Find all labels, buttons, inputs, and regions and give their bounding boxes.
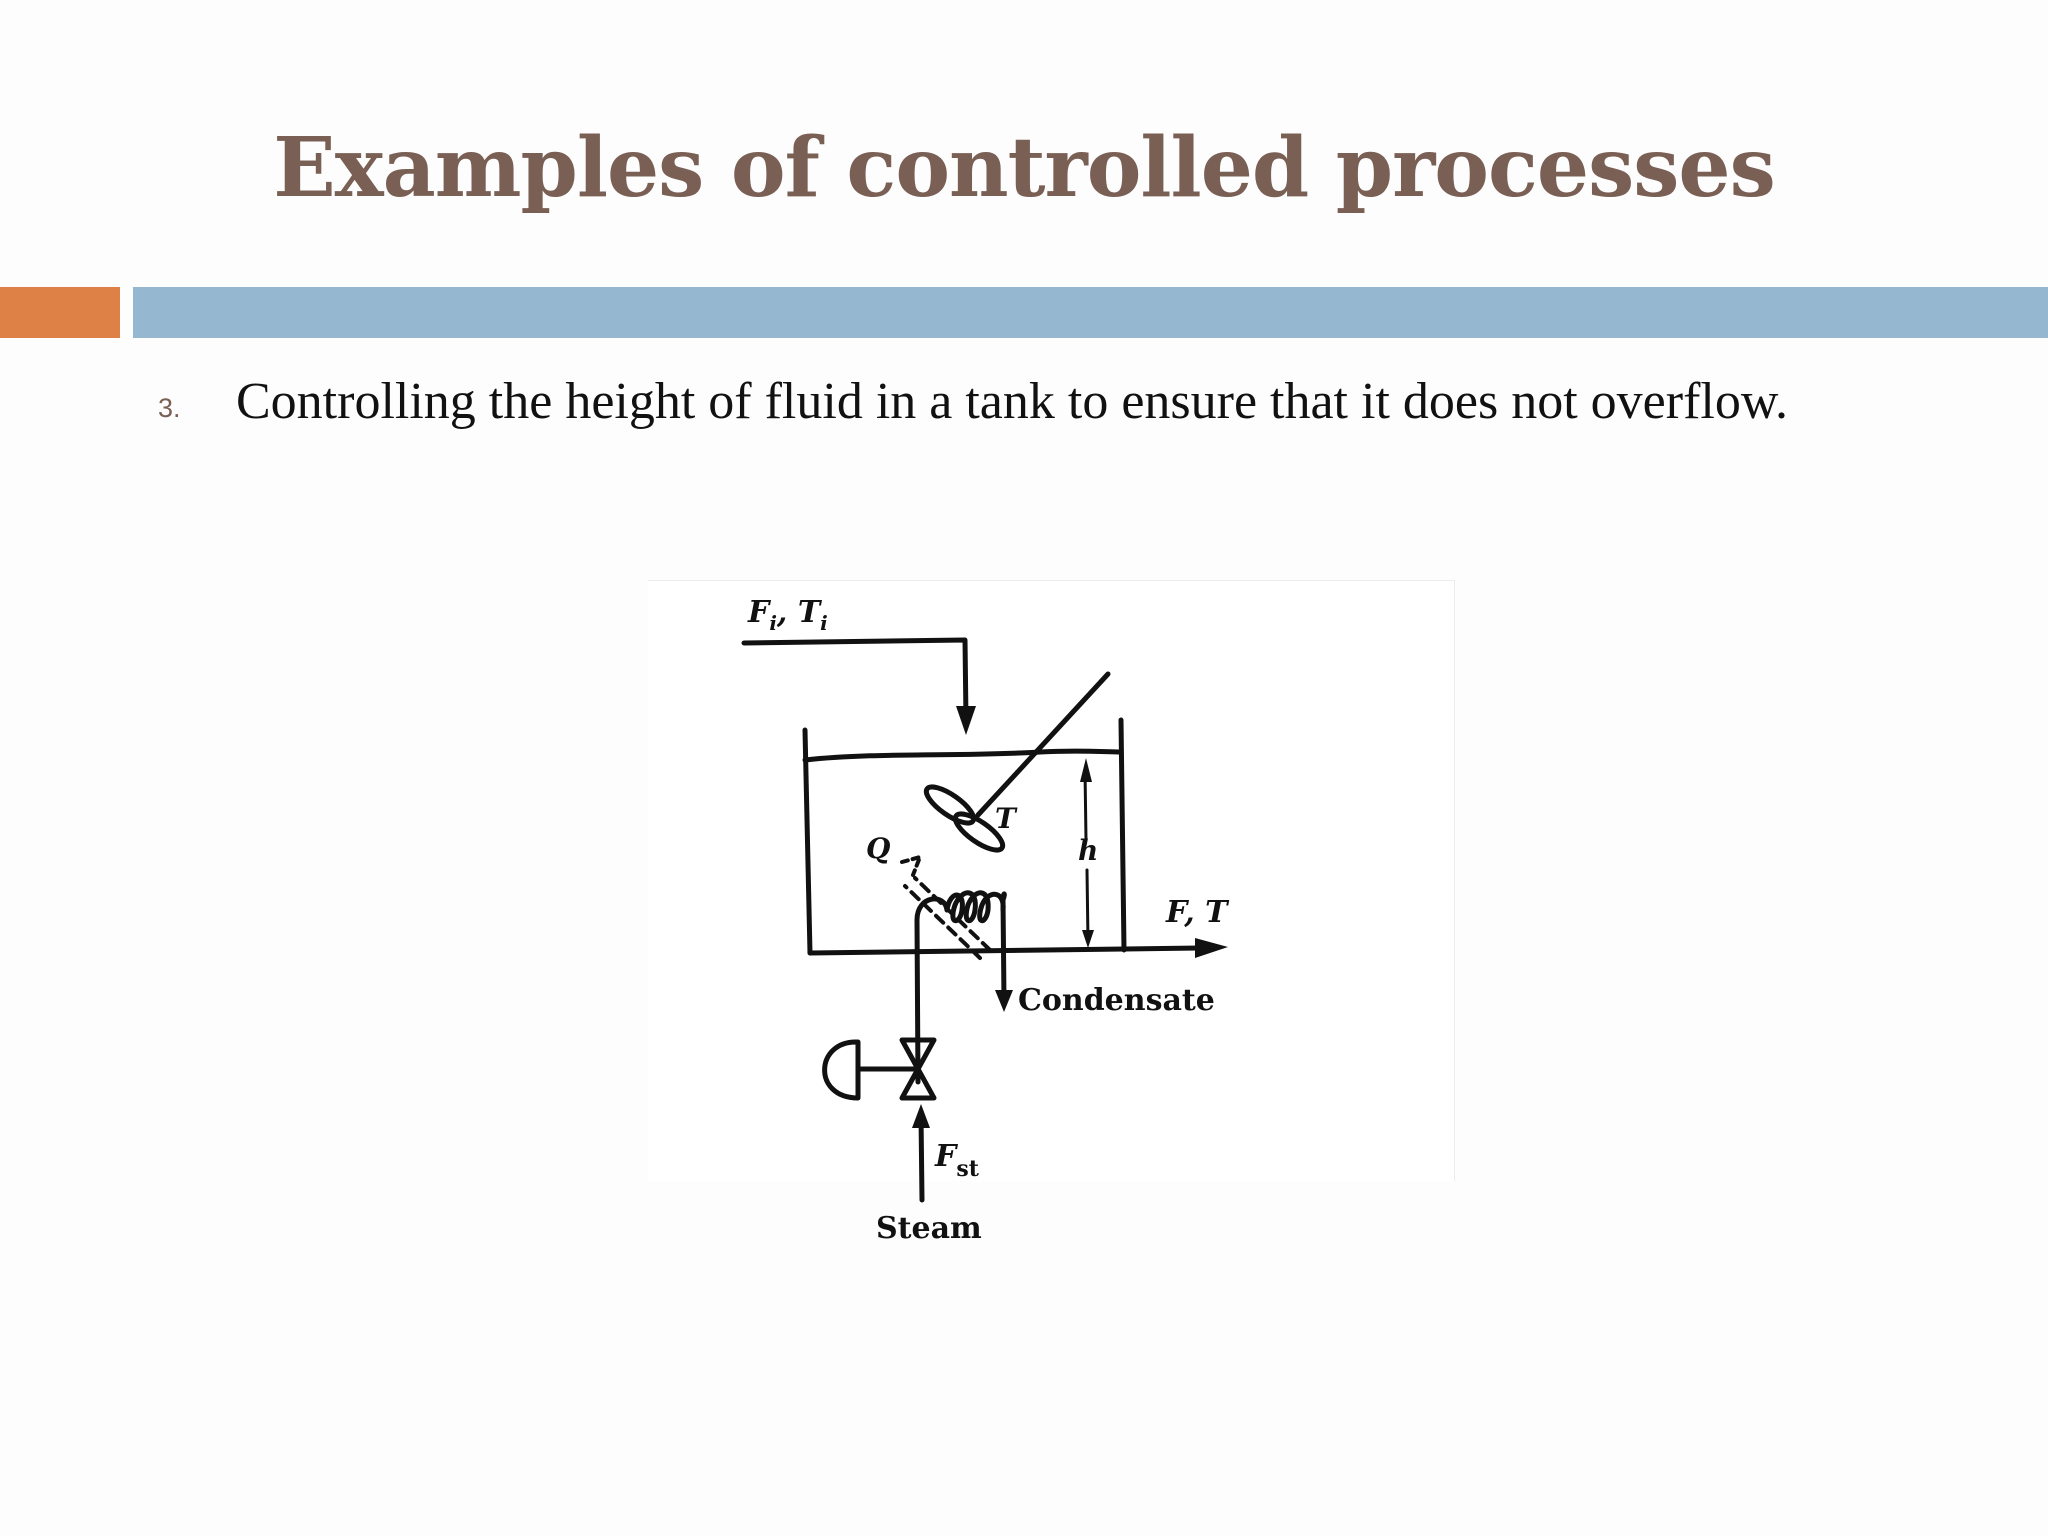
accent-bar-orange (0, 287, 120, 338)
process-diagram-frame (648, 580, 1455, 1181)
slide-title: Examples of controlled processes (273, 120, 1776, 216)
list-item-number: 3. (158, 393, 181, 423)
accent-bar-blue (133, 287, 2048, 338)
steam-label: Steam (876, 1211, 982, 1246)
list-item-text: Controlling the height of fluid in a tan… (236, 373, 1789, 430)
